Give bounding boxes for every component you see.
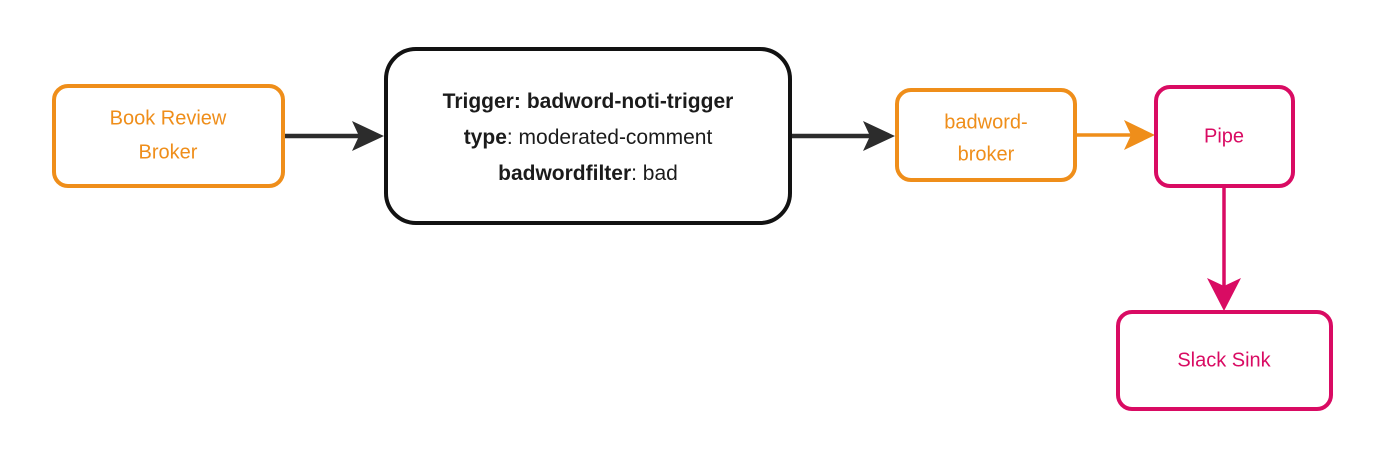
edge-trigger-to-badword-broker [792, 121, 895, 151]
node-label-line-1: Pipe [1204, 125, 1244, 147]
trigger-row-1: Trigger: badword-noti-trigger [443, 90, 734, 113]
node-slack-sink[interactable]: Slack Sink [1116, 310, 1333, 411]
node-label-line-2: broker [958, 143, 1015, 165]
edge-badword-broker-to-pipe [1077, 120, 1155, 150]
node-label-line-1: Book Review [110, 107, 227, 129]
trigger-row-2: type: moderated-comment [464, 126, 713, 149]
node-label-line-1: Slack Sink [1177, 349, 1271, 371]
node-box[interactable] [895, 88, 1077, 182]
trigger-row-2-value: : moderated-comment [507, 126, 713, 149]
edge-broker-to-trigger [285, 121, 384, 151]
node-label-line-2: Broker [139, 141, 198, 163]
node-label-line-1: badword- [944, 111, 1027, 133]
node-badword-noti-trigger[interactable]: Trigger: badword-noti-trigger type: moder… [384, 47, 792, 225]
node-badword-broker[interactable]: badword- broker [895, 88, 1077, 182]
trigger-row-3-key: badwordfilter [498, 162, 631, 185]
trigger-row-1-key: Trigger: [443, 90, 521, 113]
arrowhead-icon [1124, 120, 1155, 150]
edge-pipe-to-slack-sink [1207, 188, 1241, 311]
node-pipe[interactable]: Pipe [1154, 85, 1295, 188]
node-box[interactable] [384, 47, 792, 225]
trigger-row-3: badwordfilter: bad [498, 162, 678, 185]
node-book-review-broker[interactable]: Book Review Broker [52, 84, 285, 188]
arrowhead-icon [863, 121, 895, 151]
trigger-row-2-key: type [464, 126, 507, 149]
node-box[interactable] [1154, 85, 1295, 188]
node-box[interactable] [52, 84, 285, 188]
node-box[interactable] [1116, 310, 1333, 411]
trigger-row-3-value: : bad [631, 162, 678, 185]
arrowhead-icon [352, 121, 384, 151]
arrowhead-icon [1207, 278, 1241, 311]
trigger-row-1-value: badword-noti-trigger [527, 90, 733, 113]
